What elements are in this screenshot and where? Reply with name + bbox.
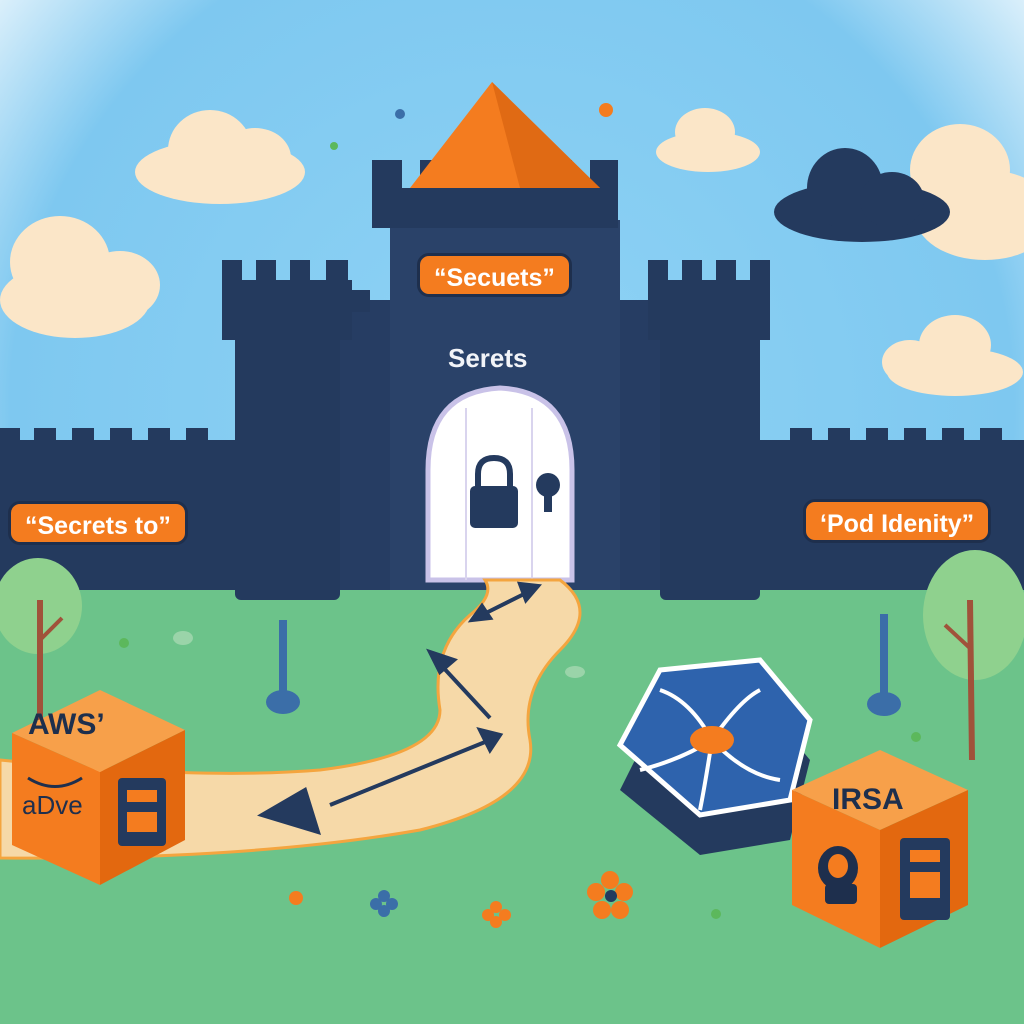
tree-icon	[0, 558, 82, 720]
amazon-smile-icon	[27, 776, 83, 788]
flower-icon	[330, 142, 338, 150]
irsa-box-label: IRSA	[832, 783, 904, 816]
aws-box-label: AWS’	[28, 708, 105, 741]
left-wall-banner: “Secrets to”	[8, 501, 188, 545]
castle-label: Serets	[448, 343, 528, 373]
stone	[565, 666, 585, 678]
cloud-icon	[910, 124, 1024, 260]
flower-icon	[711, 909, 721, 919]
flower-icon	[587, 871, 633, 919]
flower-icon	[370, 890, 398, 917]
castle-tower-left	[222, 260, 352, 600]
flower-icon	[911, 732, 921, 742]
post-left	[266, 620, 300, 714]
irsa-box	[792, 750, 968, 948]
tree-icon	[923, 550, 1024, 761]
dark-cloud-icon	[774, 148, 950, 242]
eks-hexagon-icon	[616, 657, 813, 855]
flower-icon	[395, 109, 405, 119]
keyhole-icon	[536, 473, 560, 512]
flower-icon	[119, 638, 129, 648]
cloud-icon	[656, 108, 760, 172]
cloud-icon	[0, 216, 160, 338]
right-wall-banner: ‘Pod Idenity”	[803, 499, 992, 543]
flower-icon	[482, 901, 511, 928]
flower-icon	[289, 891, 303, 905]
castle-door	[425, 385, 575, 583]
aws-logo-text: aDve	[22, 790, 83, 820]
castle-tower-right	[648, 260, 770, 600]
padlock-icon	[470, 454, 518, 528]
stone	[173, 631, 193, 645]
aws-box	[12, 690, 185, 885]
key-lock-icon	[818, 846, 858, 904]
cloud-icon	[135, 110, 305, 204]
flower-icon	[599, 103, 613, 117]
cloud-icon	[882, 315, 1023, 396]
post-right	[867, 614, 901, 716]
server-icon	[900, 838, 950, 920]
path-arrow-icon	[257, 581, 542, 836]
tower-banner: “Secuets”	[417, 253, 572, 297]
server-icon	[118, 778, 166, 846]
keep-roof-shade	[492, 82, 600, 188]
